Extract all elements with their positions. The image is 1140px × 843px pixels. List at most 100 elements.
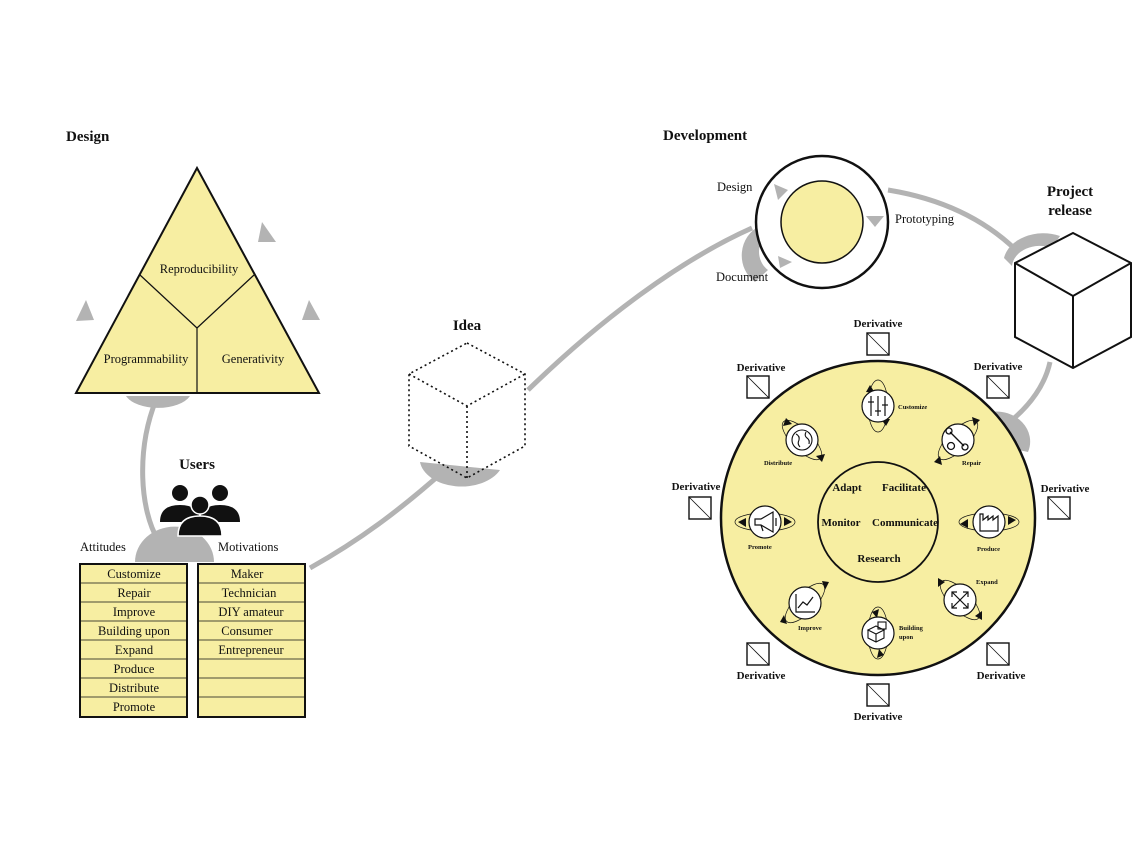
triangle-label-left: Programmability (104, 352, 189, 366)
derivative-bottom: Derivative (854, 683, 903, 723)
motivations-table: Maker Technician DIY amateur Consumer En… (197, 563, 306, 718)
sliders-icon (868, 396, 888, 416)
center-adapt: Adapt (832, 482, 862, 494)
action-customize-label: Customize (898, 404, 927, 411)
center-monitor: Monitor (821, 517, 860, 529)
activity-wheel: Adapt Facilitate Monitor Communicate Res… (672, 318, 1090, 723)
derivative-right: Derivative (1041, 483, 1090, 520)
action-distribute: Distribute (764, 423, 819, 467)
triangle-divider-left (139, 274, 198, 329)
triangle-arrow-right (302, 300, 320, 320)
blocks-icon (866, 621, 887, 643)
action-improve: Improve (788, 586, 822, 632)
design-joint (126, 396, 190, 408)
attitudes-label: Attitudes (80, 540, 126, 554)
action-promote: Promote (748, 505, 782, 551)
attitude-cell: Distribute (109, 681, 159, 695)
expand-arrows-icon (951, 591, 969, 609)
attitude-cell: Customize (107, 567, 161, 581)
derivative-bottom-left: Derivative (737, 642, 786, 682)
globe-icon (791, 429, 813, 451)
design-section: Design Reproducibility Programmability G… (66, 129, 321, 394)
idea-to-development-connector (526, 225, 754, 392)
action-expand-label: Expand (976, 579, 998, 586)
action-produce-label: Produce (977, 546, 1000, 553)
triangle-arrow-top (258, 222, 276, 242)
center-facilitate: Facilitate (882, 482, 926, 494)
motivations-label: Motivations (218, 540, 279, 554)
users-section: Users Attitudes Motivations Customize Re… (79, 457, 306, 718)
derivative-label: Derivative (737, 670, 786, 682)
action-expand: Expand (943, 579, 998, 617)
center-communicate: Communicate (872, 517, 938, 529)
wrench-gear-icon (945, 427, 969, 451)
factory-icon (979, 513, 999, 532)
derivative-left: Derivative (672, 481, 721, 520)
derivative-top: Derivative (854, 318, 903, 356)
development-core (780, 180, 864, 264)
action-customize: Customize (861, 389, 927, 423)
users-to-idea-connector (308, 468, 447, 571)
triangle-arrow-left (76, 300, 94, 321)
attitude-cell: Expand (115, 643, 154, 657)
attitude-cell: Building upon (98, 624, 171, 638)
release-title-line1: Project (1047, 184, 1093, 200)
idea-section: Idea (408, 318, 526, 479)
development-section: Development Design Prototyping Document (663, 128, 955, 290)
users-title: Users (179, 457, 215, 473)
triangle-label-right: Generativity (222, 352, 285, 366)
cube-icon (1014, 231, 1132, 370)
derivative-top-right: Derivative (974, 361, 1023, 399)
cycle-arrow-prototyping (866, 216, 884, 227)
derivative-label: Derivative (672, 481, 721, 493)
derivative-bottom-right: Derivative (977, 642, 1026, 682)
development-joint (741, 226, 770, 282)
users-group-icon (160, 485, 240, 537)
derivative-label: Derivative (1041, 483, 1090, 495)
stage-prototyping-label: Prototyping (895, 212, 955, 226)
stage-design-label: Design (717, 180, 753, 194)
development-title: Development (663, 128, 747, 144)
triangle-divider-right (196, 274, 255, 329)
cycle-arrow-design (774, 184, 788, 200)
action-promote-label: Promote (748, 544, 772, 551)
stage-document-label: Document (716, 270, 769, 284)
action-improve-label: Improve (798, 625, 822, 632)
derivative-label: Derivative (854, 711, 903, 723)
motivation-cell: Maker (231, 567, 264, 581)
attitude-cell: Promote (113, 700, 156, 714)
wheel-inner (817, 461, 939, 583)
action-building-upon-label-2: upon (899, 634, 913, 641)
megaphone-icon (754, 510, 777, 534)
dotted-cube-icon (408, 342, 526, 479)
attitude-cell: Produce (114, 662, 155, 676)
action-produce: Produce (972, 505, 1006, 553)
release-to-wheel-connector (1010, 361, 1053, 422)
design-title: Design (66, 129, 110, 145)
derivative-label: Derivative (854, 318, 903, 330)
motivation-cell: Entrepreneur (218, 643, 284, 657)
action-repair-label: Repair (962, 460, 981, 467)
motivation-cell: Technician (222, 586, 277, 600)
idea-title: Idea (453, 318, 482, 334)
motivation-cell: Consumer (221, 624, 273, 638)
attitude-cell: Repair (117, 586, 151, 600)
derivative-label: Derivative (737, 362, 786, 374)
action-repair: Repair (941, 423, 981, 467)
derivatives: Derivative Derivative Derivative Derivat… (672, 318, 1090, 723)
center-research: Research (857, 553, 900, 565)
release-joint (1004, 233, 1060, 266)
motivation-cell: DIY amateur (218, 605, 284, 619)
action-distribute-label: Distribute (764, 460, 792, 467)
release-title-line2: release (1048, 203, 1092, 219)
derivative-label: Derivative (974, 361, 1023, 373)
attitudes-table: Customize Repair Improve Building upon E… (79, 563, 188, 718)
derivative-top-left: Derivative (737, 362, 786, 399)
action-building-upon-label-1: Building (899, 625, 924, 632)
action-building-upon: Building upon (861, 616, 924, 650)
release-section: Project release (1014, 184, 1132, 370)
derivative-label: Derivative (977, 670, 1026, 682)
development-to-release-connector (887, 187, 1018, 252)
orbit-arrows (738, 385, 1016, 658)
